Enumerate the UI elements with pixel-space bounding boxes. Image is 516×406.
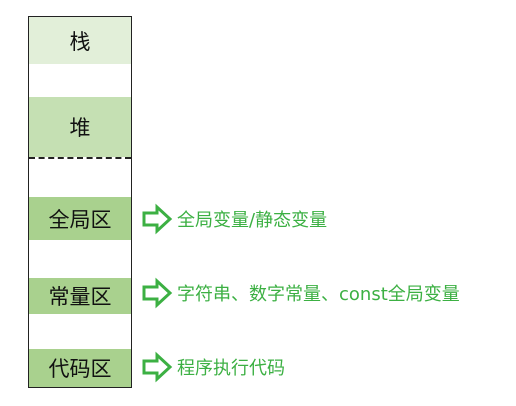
constant-area-segment: 常量区 xyxy=(29,278,131,314)
constant-area-description: 字符串、数字常量、const全局变量 xyxy=(177,284,460,305)
heap-segment: 堆 xyxy=(29,97,131,157)
global-area-label: 全局区 xyxy=(48,207,112,232)
constant-area-annotation: 字符串、数字常量、const全局变量 xyxy=(141,276,460,310)
stack-segment: 栈 xyxy=(29,17,131,64)
code-area-segment: 代码区 xyxy=(29,349,131,387)
code-area-annotation: 程序执行代码 xyxy=(141,350,285,384)
global-area-annotation: 全局变量/静态变量 xyxy=(141,202,327,236)
right-arrow-icon xyxy=(142,351,173,383)
global-area-segment: 全局区 xyxy=(29,197,131,240)
memory-layout-column: 栈 堆 全局区 常量区 代码区 xyxy=(28,16,132,388)
constant-area-label: 常量区 xyxy=(48,285,112,309)
code-area-description: 程序执行代码 xyxy=(177,358,285,379)
heap-label: 堆 xyxy=(69,116,91,140)
heap-boundary-dashed-line xyxy=(29,157,131,159)
right-arrow-icon xyxy=(142,203,173,235)
global-area-description: 全局变量/静态变量 xyxy=(177,210,328,231)
right-arrow-icon xyxy=(142,277,173,309)
stack-label: 栈 xyxy=(69,29,91,54)
code-area-label: 代码区 xyxy=(48,357,112,381)
